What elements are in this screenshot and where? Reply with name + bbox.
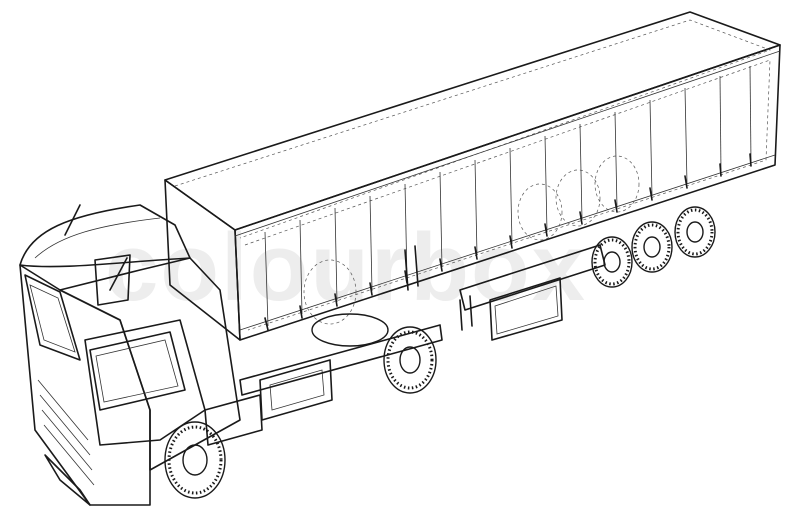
tractor-cab: [19, 204, 443, 506]
cab-wheels: [164, 326, 437, 499]
trailer-axle-wheels: [591, 206, 716, 288]
watermark-text: colourbox: [105, 214, 587, 321]
trailer: [164, 11, 781, 341]
